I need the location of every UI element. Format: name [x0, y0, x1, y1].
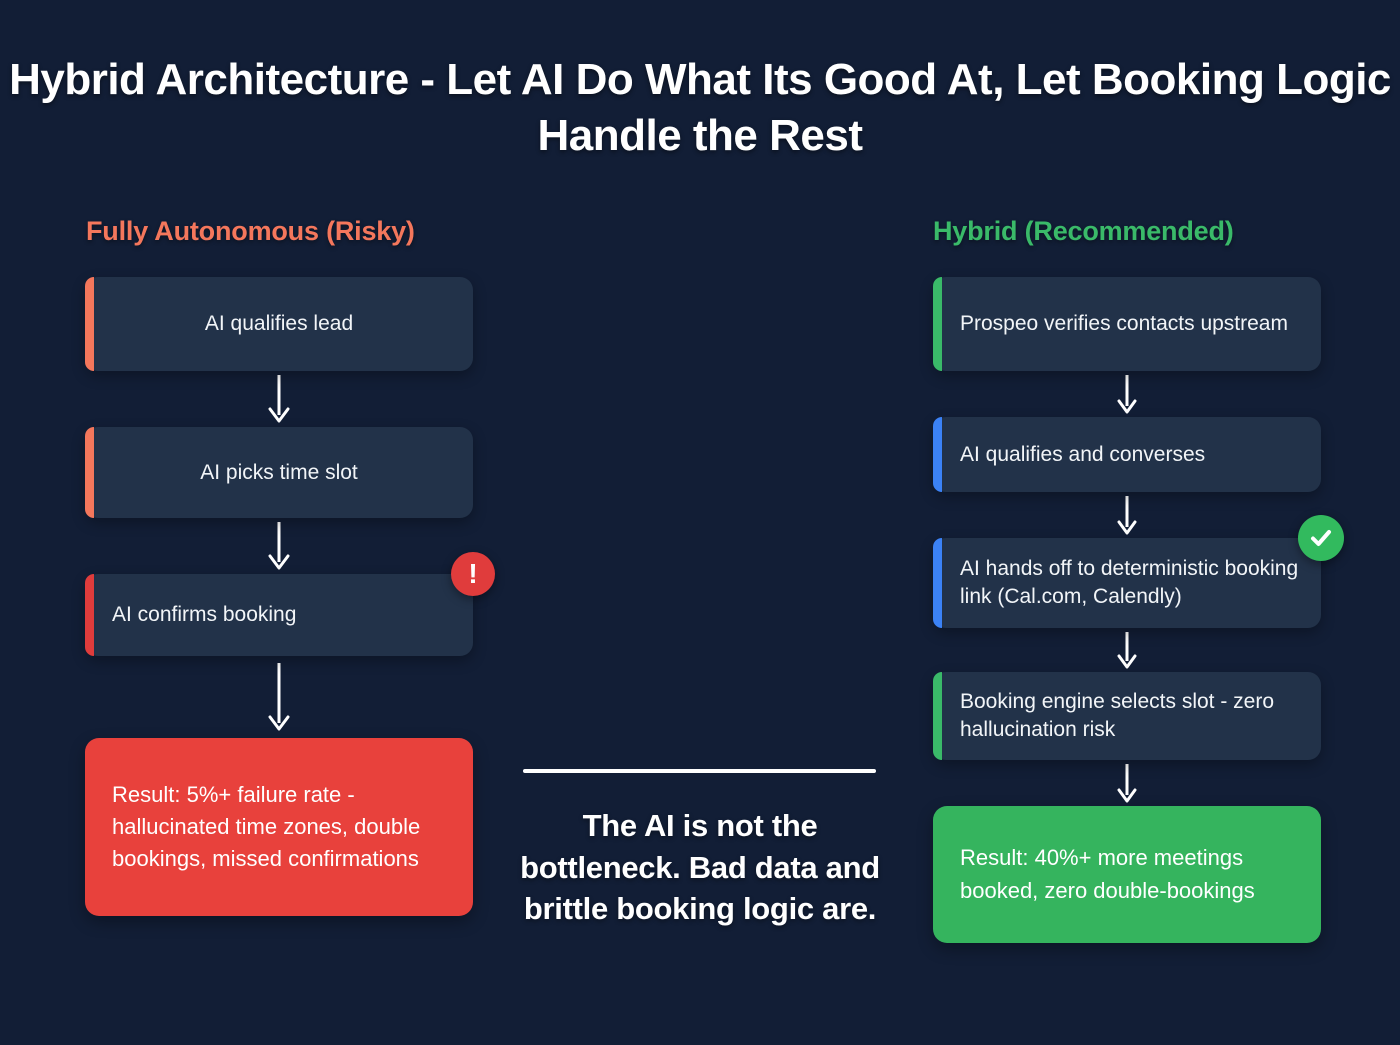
- page-title: Hybrid Architecture - Let AI Do What Its…: [9, 55, 1391, 161]
- flow-step-label: AI qualifies lead: [204, 312, 354, 336]
- step-accent-bar: [85, 277, 94, 371]
- column-heading-hybrid: Hybrid (Recommended): [933, 216, 1234, 246]
- down-arrow-icon: [85, 518, 473, 574]
- check-badge-icon: [1298, 515, 1344, 561]
- flow-step-label: AI confirms booking: [112, 603, 297, 627]
- step-accent-bar: [85, 574, 94, 656]
- down-arrow-icon: [933, 760, 1321, 806]
- flow-step-ai-qualifies-lead[interactable]: AI qualifies lead: [85, 277, 473, 371]
- step-accent-bar: [933, 672, 942, 760]
- flow-step-ai-picks-time-slot[interactable]: AI picks time slot: [85, 427, 473, 518]
- result-label: Result: 40%+ more meetings booked, zero …: [960, 845, 1255, 903]
- warning-badge-icon: !: [451, 552, 495, 596]
- result-box-hybrid: Result: 40%+ more meetings booked, zero …: [933, 806, 1321, 943]
- flow-step-label: Prospeo verifies contacts upstream: [960, 312, 1288, 336]
- flow-step-label: AI hands off to deterministic booking li…: [960, 557, 1299, 608]
- down-arrow-icon: [933, 371, 1321, 417]
- center-divider: [523, 769, 876, 773]
- warning-glyph: !: [468, 558, 478, 589]
- step-accent-bar: [85, 427, 94, 518]
- flow-step-ai-confirms-booking[interactable]: AI confirms booking !: [85, 552, 495, 656]
- down-arrow-icon: [85, 371, 473, 427]
- step-accent-bar: [933, 277, 942, 371]
- column-heading-risky: Fully Autonomous (Risky): [86, 216, 415, 246]
- flow-step-label: AI qualifies and converses: [960, 442, 1206, 466]
- result-box-risky: Result: 5%+ failure rate - hallucinated …: [85, 738, 473, 916]
- center-callout-text: The AI is not the bottleneck. Bad data a…: [520, 808, 880, 927]
- flow-column-hybrid: Prospeo verifies contacts upstream AI qu…: [933, 277, 1344, 943]
- flow-step-ai-qualifies-converses[interactable]: AI qualifies and converses: [933, 417, 1321, 492]
- flow-step-ai-hands-off[interactable]: AI hands off to deterministic booking li…: [933, 515, 1344, 628]
- flow-step-label: Booking engine selects slot - zero hallu…: [960, 690, 1275, 741]
- flow-step-label: AI picks time slot: [200, 460, 358, 484]
- down-arrow-icon: [85, 656, 473, 738]
- down-arrow-icon: [933, 492, 1321, 538]
- flow-step-prospeo-verifies[interactable]: Prospeo verifies contacts upstream: [933, 277, 1321, 371]
- step-accent-bar: [933, 417, 942, 492]
- flow-step-booking-engine[interactable]: Booking engine selects slot - zero hallu…: [933, 672, 1321, 760]
- down-arrow-icon: [933, 628, 1321, 672]
- result-label: Result: 5%+ failure rate - hallucinated …: [112, 781, 421, 872]
- flow-column-risky: AI qualifies lead AI picks time slot AI …: [85, 277, 495, 916]
- step-accent-bar: [933, 538, 942, 628]
